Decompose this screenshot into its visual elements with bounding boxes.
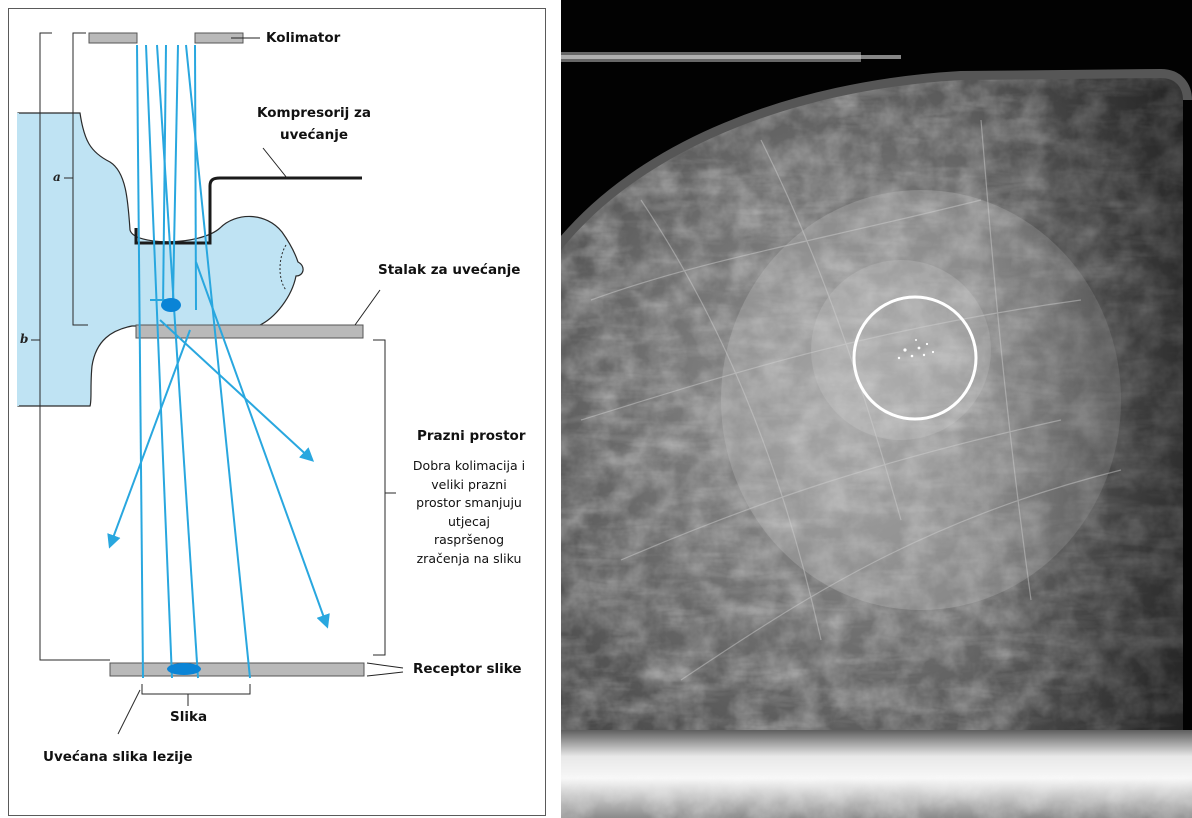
patient-silhouette xyxy=(18,113,303,406)
label-collimator: Kolimator xyxy=(266,30,340,46)
collimator-left-plate xyxy=(89,33,137,43)
x-ray-beams xyxy=(137,45,250,678)
magnification-stand xyxy=(136,325,363,338)
lesion xyxy=(161,298,181,312)
mammogram-xray-image xyxy=(561,0,1192,818)
label-image: Slika xyxy=(170,709,207,725)
mammogram-image xyxy=(561,0,1192,818)
magnification-diagram: Kolimator Kompresorij za uvećanje Stalak… xyxy=(0,0,548,818)
label-image-receptor: Receptor slike xyxy=(413,661,522,677)
label-air-gap: Prazni prostor xyxy=(417,428,525,444)
air-gap-description: Dobra kolimacija i veliki prazni prostor… xyxy=(398,457,540,569)
axis-label-a: a xyxy=(53,170,61,184)
axis-label-b: b xyxy=(20,332,28,346)
label-compressor: Kompresorij za uvećanje xyxy=(254,102,374,146)
label-magnified-lesion: Uvećana slika lezije xyxy=(43,749,193,765)
image-receptor-plate xyxy=(110,663,364,676)
magnified-lesion-image xyxy=(167,663,201,675)
label-stand: Stalak za uvećanje xyxy=(378,262,520,278)
